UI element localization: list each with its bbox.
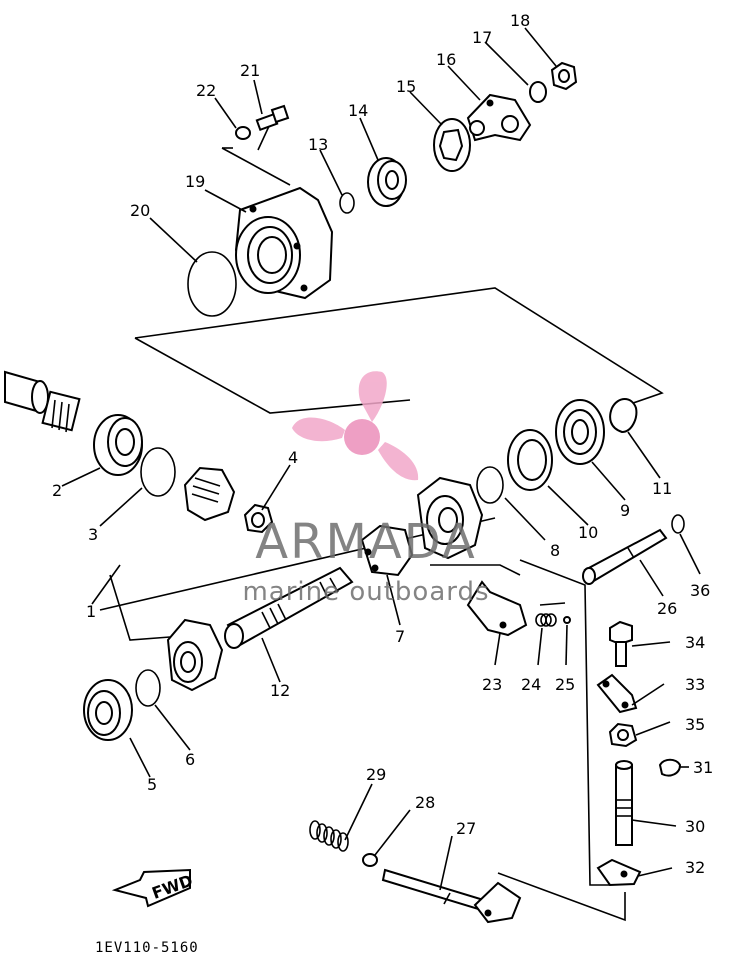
- propeller-shaft-12: [224, 566, 354, 649]
- propeller-blade-icon: [358, 371, 387, 422]
- watermark-tagline: marine outboards: [242, 577, 489, 607]
- drawing-code: 1EV110-5160: [95, 940, 199, 956]
- part-label-32: 32: [685, 858, 705, 877]
- part-label-21: 21: [240, 61, 260, 80]
- part-label-14: 14: [348, 101, 368, 120]
- forward-gear: [416, 476, 484, 560]
- part-label-8: 8: [550, 541, 560, 560]
- fwd-arrow-icon: FWD: [111, 868, 195, 908]
- o-ring-36: [671, 514, 685, 534]
- part-label-30: 30: [685, 817, 705, 836]
- shim-3: [140, 447, 176, 497]
- part-label-24: 24: [521, 675, 541, 694]
- reverse-gear: [166, 618, 224, 692]
- pinion-gear-upper: [183, 466, 236, 522]
- part-label-22: 22: [196, 81, 216, 100]
- part-label-26: 26: [657, 599, 677, 618]
- bearing-14: [367, 157, 407, 207]
- propeller-blade-icon: [378, 442, 419, 481]
- clutch-7: [360, 524, 414, 577]
- part-label-20: 20: [130, 201, 150, 220]
- nut-4: [243, 503, 274, 534]
- part-label-7: 7: [395, 627, 405, 646]
- part-label-18: 18: [510, 11, 530, 30]
- part-label-27: 27: [456, 819, 476, 838]
- shift-cam-23: [466, 580, 528, 637]
- washer-17: [529, 81, 547, 103]
- part-label-28: 28: [415, 793, 435, 812]
- bearing-housing-19: [234, 186, 334, 300]
- part-label-3: 3: [88, 525, 98, 544]
- part-label-17: 17: [472, 28, 492, 47]
- part-label-13: 13: [308, 135, 328, 154]
- bracket-33: [596, 673, 638, 714]
- part-label-34: 34: [685, 633, 705, 652]
- part-label-10: 10: [578, 523, 598, 542]
- drive-shaft-stub: [4, 370, 81, 433]
- part-label-15: 15: [396, 77, 416, 96]
- shim-6: [135, 669, 161, 707]
- yoke-16: [466, 93, 532, 142]
- part-label-2: 2: [52, 481, 62, 500]
- part-label-36: 36: [690, 581, 710, 600]
- part-label-4: 4: [288, 448, 298, 467]
- circlip-11: [609, 398, 638, 434]
- circlip-31: [658, 758, 682, 777]
- lever-32: [596, 858, 642, 887]
- sleeve-10: [507, 429, 553, 491]
- part-label-16: 16: [436, 50, 456, 69]
- propeller-hub-icon: [344, 419, 380, 455]
- shift-shaft-30: [615, 760, 633, 846]
- o-ring-20: [187, 251, 237, 317]
- part-labels: 1 2 3 4 5 6 7 8 9 10 11 12 13 14 15 16 1…: [52, 11, 713, 877]
- circlip-13: [339, 192, 355, 214]
- washer-22: [235, 126, 251, 140]
- ball-25: [563, 616, 571, 624]
- leader-lines: [61, 27, 701, 891]
- propeller-blade-icon: [292, 417, 345, 442]
- spring-24: [535, 613, 557, 627]
- washer-28: [362, 853, 378, 867]
- bearing-9: [555, 399, 605, 465]
- part-label-29: 29: [366, 765, 386, 784]
- part-label-19: 19: [185, 172, 205, 191]
- part-label-25: 25: [555, 675, 575, 694]
- bearing-2: [93, 414, 143, 476]
- part-label-11: 11: [652, 479, 672, 498]
- part-label-31: 31: [693, 758, 713, 777]
- shim-8: [476, 466, 504, 504]
- part-label-9: 9: [620, 501, 630, 520]
- part-label-33: 33: [685, 675, 705, 694]
- watermark-brand: ARMADA: [255, 514, 476, 570]
- nut-18: [550, 61, 578, 91]
- part-label-12: 12: [270, 681, 290, 700]
- shift-rod-27: [381, 868, 522, 924]
- bearing-5: [83, 679, 133, 741]
- spring-29: [309, 820, 349, 852]
- part-label-1: 1: [86, 602, 96, 621]
- shift-rod-26: [582, 528, 668, 585]
- part-label-23: 23: [482, 675, 502, 694]
- collar-15: [433, 118, 471, 172]
- part-label-35: 35: [685, 715, 705, 734]
- nut-35: [608, 722, 638, 748]
- part-label-6: 6: [185, 750, 195, 769]
- bolt-21: [255, 104, 290, 132]
- assembly-outline: [99, 123, 664, 922]
- watermark-logo: ARMADA marine outboards: [242, 371, 489, 607]
- part-label-5: 5: [147, 775, 157, 794]
- bolt-34: [609, 620, 633, 667]
